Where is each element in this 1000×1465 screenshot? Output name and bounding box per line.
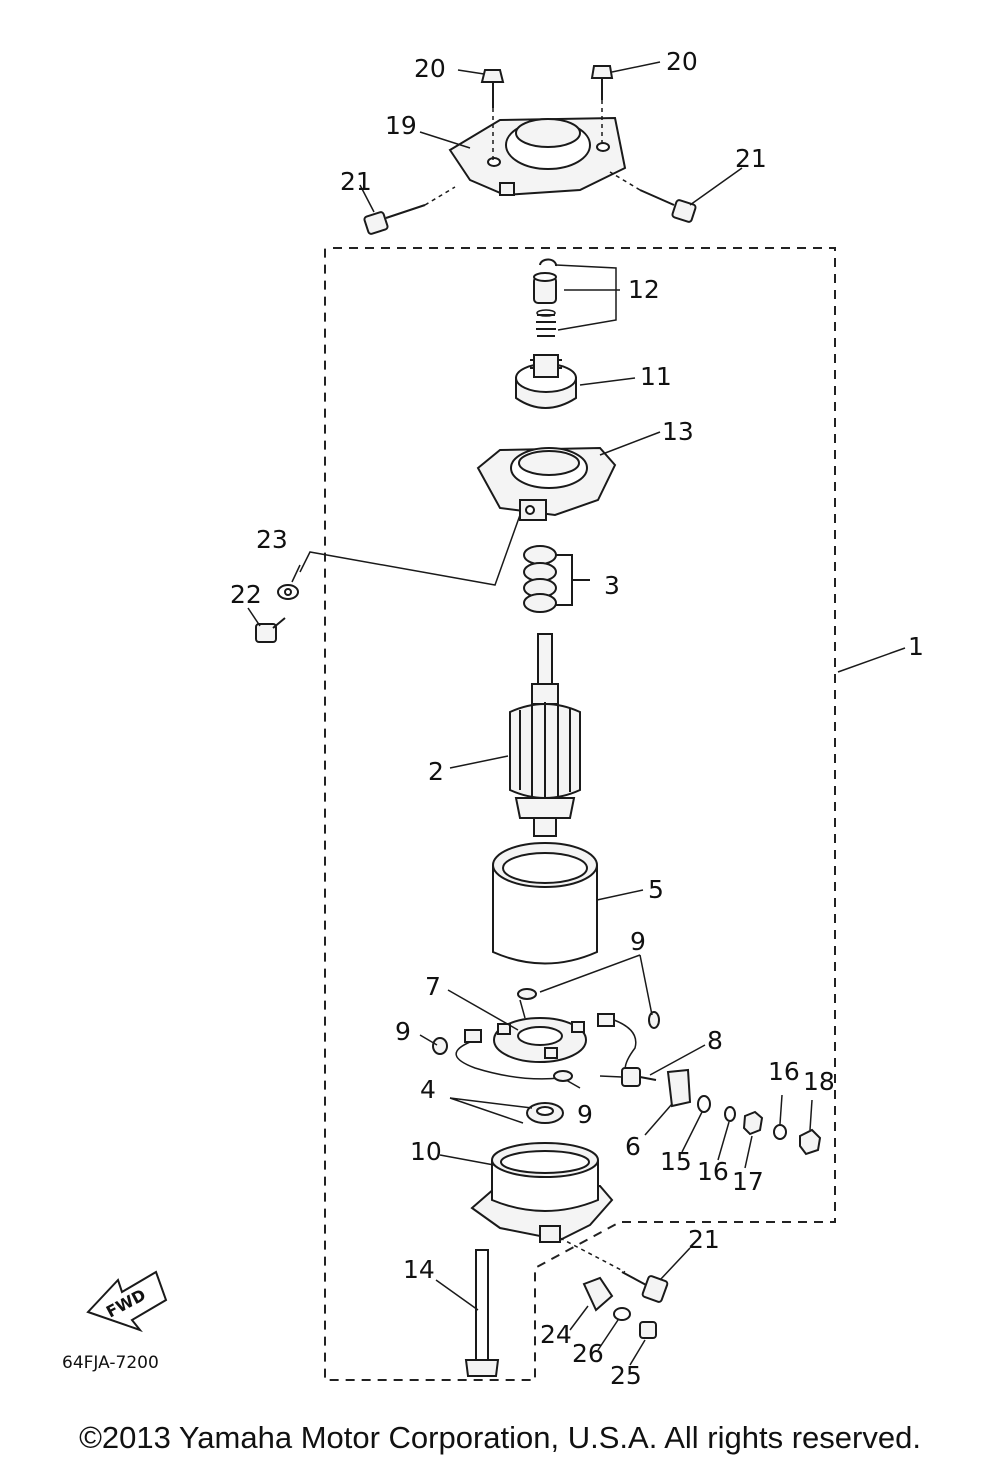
brush-screw-right[interactable]	[648, 1011, 660, 1029]
through-bolt[interactable]	[464, 1249, 500, 1377]
nut-17[interactable]	[742, 1110, 764, 1136]
callout-2: 2	[428, 757, 444, 786]
terminal-plate[interactable]	[666, 1068, 692, 1108]
ref-code: 64FJA-7200	[62, 1353, 159, 1373]
front-bracket[interactable]	[476, 446, 617, 521]
copyright-notice: ©2013 Yamaha Motor Corporation, U.S.A. A…	[79, 1420, 921, 1455]
callout-12: 12	[628, 275, 660, 304]
leader-lines	[247, 61, 906, 1366]
rear-cover[interactable]	[470, 1142, 614, 1243]
callout-20b: 20	[666, 47, 698, 76]
callout-21a: 21	[340, 167, 372, 196]
callout-22: 22	[230, 580, 262, 609]
pinion-stopper-set[interactable]	[533, 258, 557, 337]
callout-5: 5	[648, 875, 664, 904]
washer-16b[interactable]	[773, 1124, 787, 1140]
callout-16b: 16	[768, 1057, 800, 1086]
brush-holder[interactable]	[455, 999, 637, 1080]
bracket-screw-right[interactable]	[590, 65, 614, 145]
callout-18: 18	[803, 1067, 835, 1096]
nut-18[interactable]	[799, 1128, 822, 1156]
bracket-screw-left[interactable]	[480, 69, 505, 160]
callout-9b: 9	[395, 1017, 411, 1046]
washer-15[interactable]	[697, 1095, 711, 1113]
callout-8: 8	[707, 1026, 723, 1055]
cable-clamp[interactable]	[582, 1276, 614, 1312]
callout-16a: 16	[697, 1157, 729, 1186]
callout-14: 14	[403, 1255, 435, 1284]
brush-screw-left[interactable]	[432, 1037, 448, 1055]
callout-26: 26	[572, 1339, 604, 1368]
callout-23: 23	[256, 525, 288, 554]
callout-1: 1	[908, 632, 924, 661]
callout-15: 15	[660, 1147, 692, 1176]
callout-4: 4	[420, 1075, 436, 1104]
armature[interactable]	[509, 633, 581, 837]
clamp-washer[interactable]	[613, 1307, 631, 1321]
clamp-screw[interactable]	[639, 1321, 657, 1339]
fwd-arrow-icon: FWD	[86, 1270, 168, 1333]
callout-21c: 21	[688, 1225, 720, 1254]
pinion-drive[interactable]	[515, 354, 577, 409]
bottom-bolt[interactable]	[559, 1237, 669, 1303]
washer-16[interactable]	[724, 1106, 736, 1122]
rear-bracket[interactable]	[448, 116, 627, 197]
through-bolt-left[interactable]	[363, 186, 456, 235]
screw-and-washer[interactable]	[255, 514, 521, 643]
terminal-bolt[interactable]	[599, 1067, 657, 1087]
callout-11: 11	[640, 362, 672, 391]
callout-13: 13	[662, 417, 694, 446]
brush-screw-bottom[interactable]	[553, 1070, 573, 1082]
callout-21b: 21	[735, 144, 767, 173]
bushing[interactable]	[526, 1102, 564, 1124]
assembly-boundary	[324, 247, 836, 1381]
callout-3: 3	[604, 571, 620, 600]
callout-24: 24	[540, 1320, 572, 1349]
callout-25: 25	[610, 1361, 642, 1390]
callout-9c: 9	[577, 1100, 593, 1129]
washer-set[interactable]	[523, 545, 590, 613]
yoke[interactable]	[492, 842, 598, 965]
callout-20a: 20	[414, 54, 446, 83]
brush-screw-top[interactable]	[517, 988, 537, 1000]
callout-9a: 9	[630, 927, 646, 956]
callout-7: 7	[425, 972, 441, 1001]
callout-10: 10	[410, 1137, 442, 1166]
through-bolt-right[interactable]	[609, 171, 697, 223]
callout-17: 17	[732, 1167, 764, 1196]
callout-labels: 1 2 3 4 5 6 7 8 9 9 9 10 11 12 13 14 15 …	[230, 47, 924, 1390]
callout-19: 19	[385, 111, 417, 140]
callout-6: 6	[625, 1132, 641, 1161]
